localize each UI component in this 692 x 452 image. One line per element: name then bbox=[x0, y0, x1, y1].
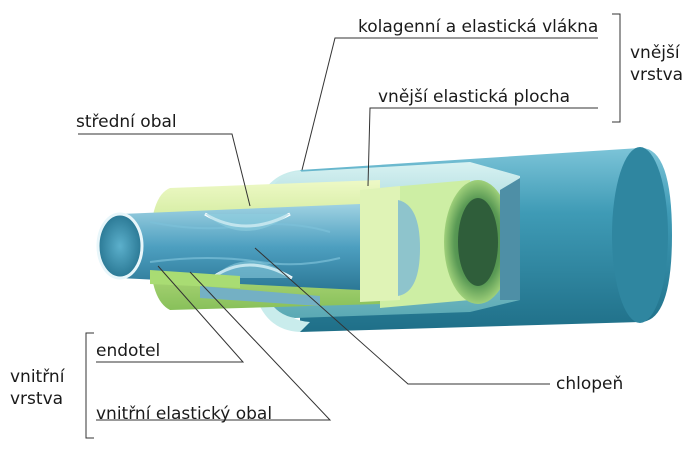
label-outer-layer-line2: vrstva bbox=[630, 64, 683, 86]
label-inner-layer-line1: vnitřní bbox=[10, 366, 64, 388]
label-endothelium: endotel bbox=[96, 341, 160, 361]
label-collagen-fibers: kolagenní a elastická vlákna bbox=[358, 17, 598, 37]
label-middle-coat: střední obal bbox=[76, 112, 177, 132]
label-outer-layer-line1: vnější bbox=[630, 42, 683, 64]
label-inner-elastic-coat: vnitřní elastický obal bbox=[96, 404, 272, 424]
label-valve: chlopeň bbox=[556, 374, 623, 394]
label-outer-elastic-plate: vnější elastická plocha bbox=[378, 87, 570, 107]
label-inner-layer: vnitřní vrstva bbox=[10, 366, 64, 410]
label-inner-layer-line2: vrstva bbox=[10, 388, 64, 410]
bracket-outer-layer bbox=[612, 14, 620, 122]
bracket-inner-layer bbox=[86, 333, 94, 438]
label-outer-layer: vnější vrstva bbox=[630, 42, 683, 86]
